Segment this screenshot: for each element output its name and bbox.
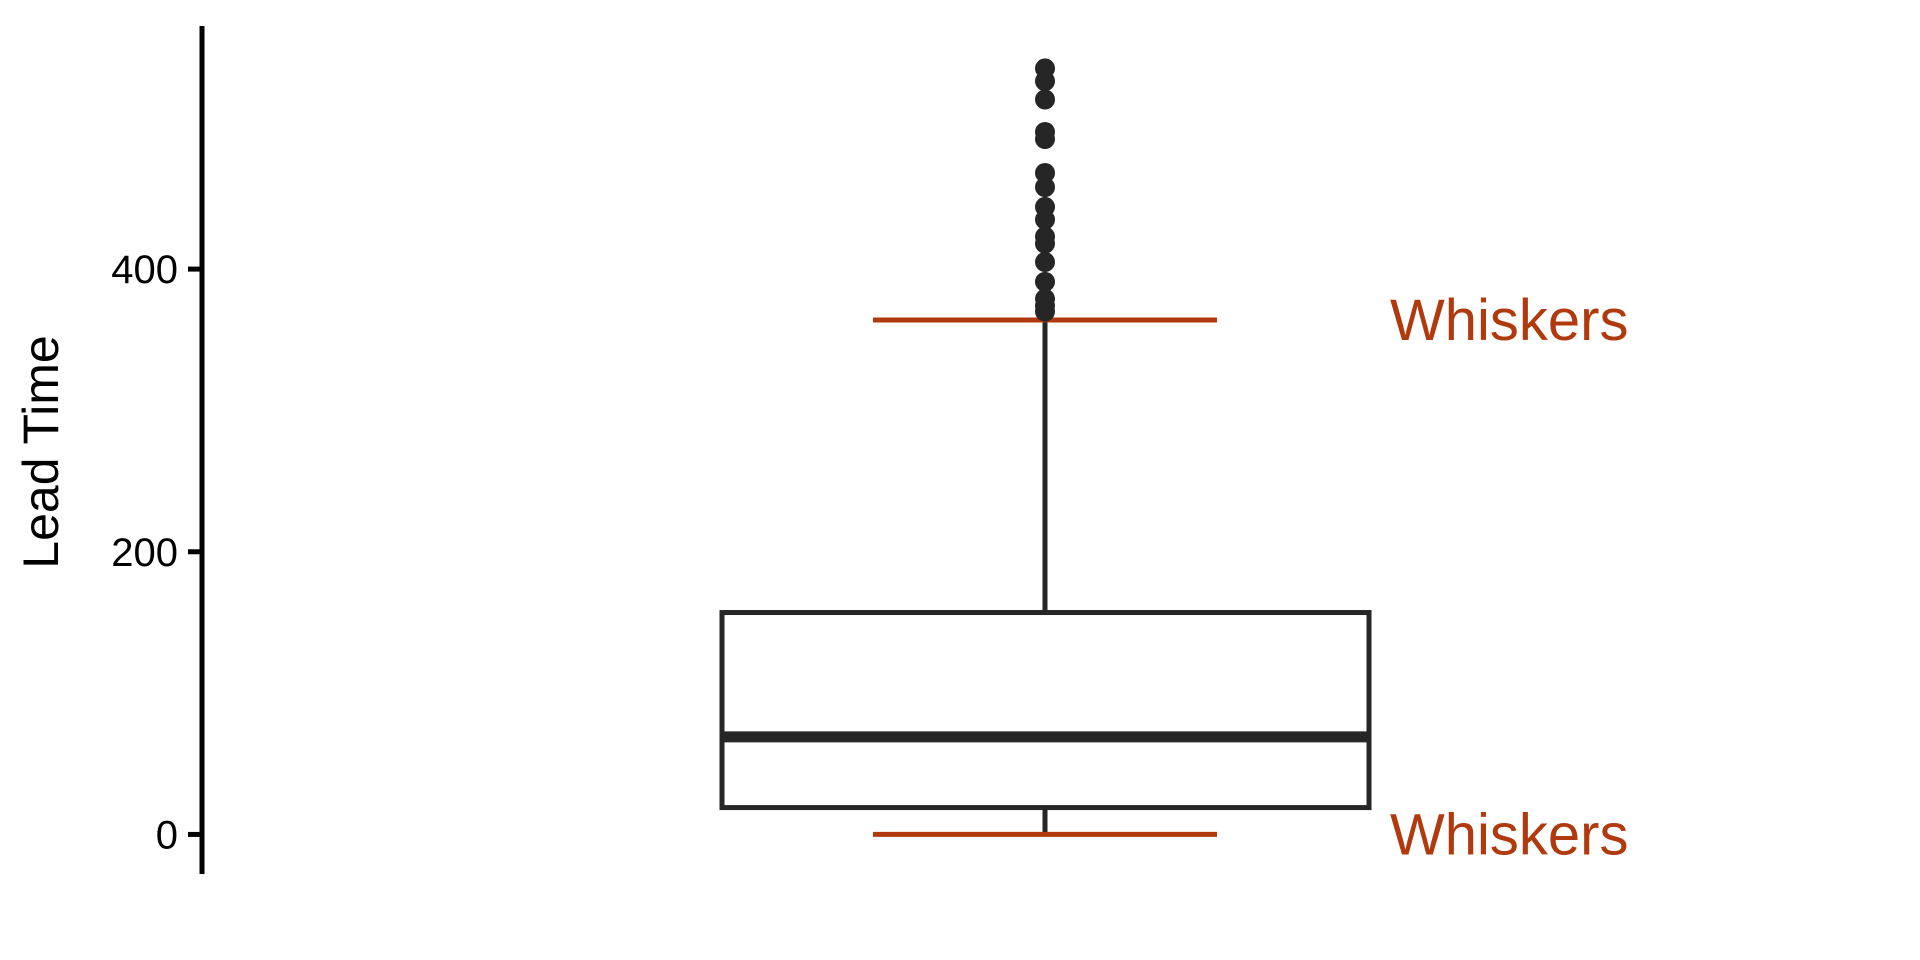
outlier-point bbox=[1035, 177, 1055, 198]
y-tick-label: 400 bbox=[111, 248, 178, 292]
y-axis: 0 200 400 bbox=[111, 26, 205, 874]
outlier-point bbox=[1035, 196, 1055, 217]
outlier-point bbox=[1035, 122, 1055, 142]
whiskers-annotation: Whiskers bbox=[1390, 288, 1628, 353]
y-axis-title: Lead Time bbox=[13, 335, 69, 568]
outlier-point bbox=[1035, 58, 1055, 79]
iqr-box bbox=[719, 610, 1372, 811]
whiskers-annotation: Whiskers bbox=[1390, 802, 1628, 867]
outlier-point bbox=[1035, 252, 1055, 273]
outlier-point bbox=[1035, 288, 1055, 309]
outlier-point bbox=[1035, 89, 1055, 110]
outlier-point bbox=[1035, 162, 1055, 183]
y-tick-label: 0 bbox=[156, 813, 178, 857]
y-tick-label: 200 bbox=[111, 531, 178, 575]
outlier-point bbox=[1035, 271, 1055, 292]
outlier-point bbox=[1035, 226, 1055, 247]
